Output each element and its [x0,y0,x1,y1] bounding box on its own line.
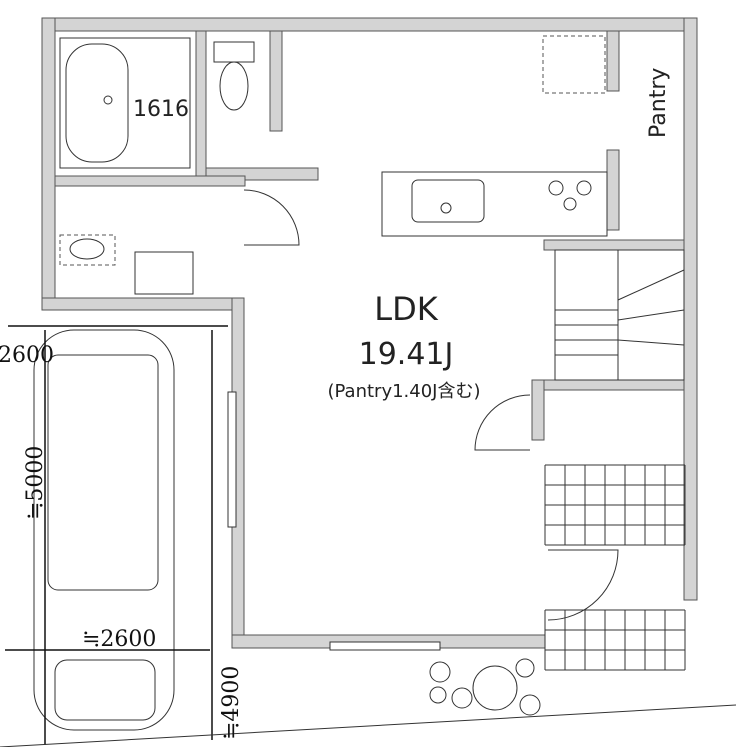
walls [41,17,698,649]
dim-parking-depth: ≒4900 [219,666,244,740]
ldk-note: (Pantry1.40J含む) [327,381,480,402]
windows [227,391,441,651]
ldk-area: 19.41J [359,337,454,372]
pantry-label: Pantry [646,68,671,138]
plants [429,658,541,716]
bath-size-label: 1616 [133,97,189,122]
ldk-label: LDK [374,290,438,328]
dim-parking-width-top: 2600 [0,343,54,368]
dim-parking-width-bottom: ≒2600 [82,627,156,652]
car-icon [33,329,175,731]
toilet [213,41,255,111]
kitchen-counter [381,171,608,237]
bathtub [59,37,191,169]
washbasin [59,234,194,295]
dimension-lines [0,325,736,747]
staircase [554,249,685,381]
dim-parking-length: ≒5000 [23,446,48,520]
entrance-tiles [544,464,686,671]
doors [243,189,619,621]
fridge-space [542,35,606,94]
